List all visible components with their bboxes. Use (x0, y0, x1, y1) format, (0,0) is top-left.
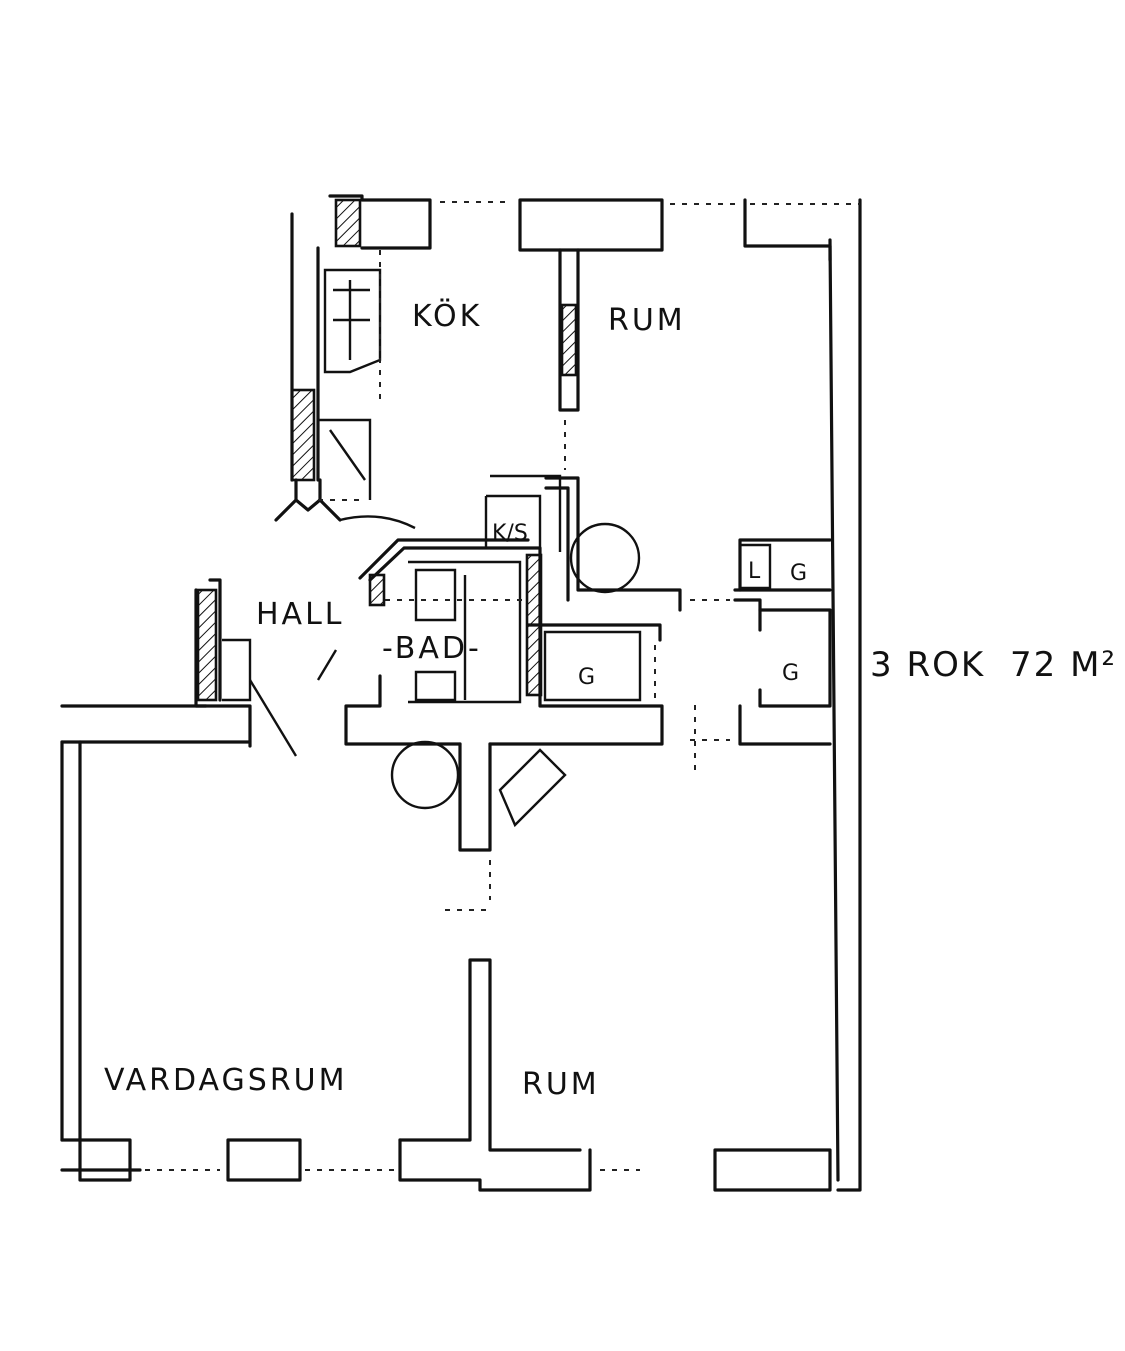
plan-summary: 3 ROK 72 M² (870, 645, 1117, 685)
summary-rooms: 3 ROK (870, 645, 985, 685)
room-label-kitchen: KÖK (412, 298, 482, 334)
fixture-label-closet-center: G (578, 665, 595, 690)
room-label-bedroom-top: RUM (608, 303, 686, 338)
fixture-label-closet-top-right: G (790, 561, 807, 586)
fixture-label-fridge-freezer: K/S (492, 521, 528, 546)
room-label-bedroom-bottom: RUM (522, 1067, 600, 1102)
room-label-living-room: VARDAGSRUM (104, 1063, 348, 1098)
fixture-label-closet-right: G (782, 661, 799, 686)
fixture-label-linen-closet: L (748, 559, 761, 584)
fixture-labels: K/S L G G G (492, 521, 807, 690)
room-label-bathroom: -BAD- (382, 631, 482, 666)
summary-area: 72 M² (1010, 645, 1117, 685)
room-labels: KÖK RUM HALL -BAD- VARDAGSRUM RUM (104, 298, 686, 1102)
walls (60, 194, 862, 1192)
room-label-hall: HALL (256, 597, 345, 632)
